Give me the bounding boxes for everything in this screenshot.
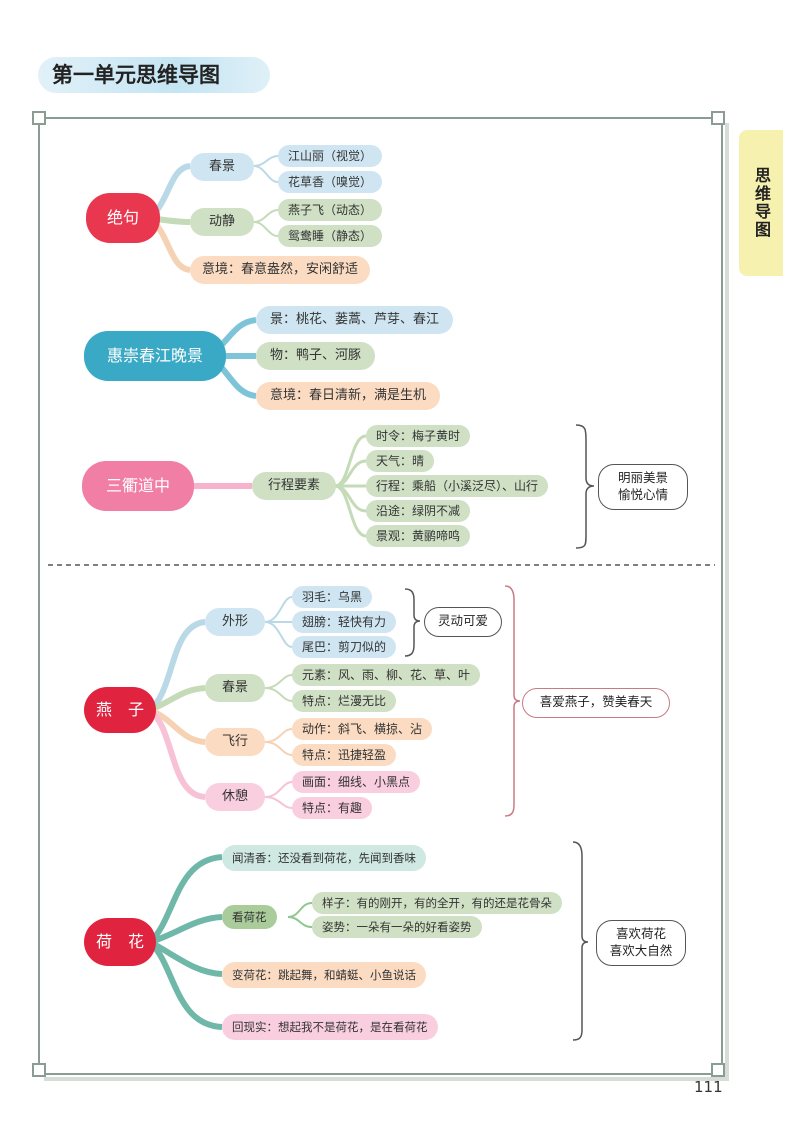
text1-b1-summary: 灵动可爱 — [424, 607, 502, 637]
frame-corner — [711, 1063, 725, 1077]
poem1-b2-item: 燕子飞（动态） — [278, 199, 383, 221]
text1-branch3: 飞行 — [205, 728, 265, 756]
poem2-item: 物：鸭子、河豚 — [256, 342, 376, 370]
text1-title-node: 燕 子 — [84, 687, 156, 733]
text1-b1-item: 翅膀：轻快有力 — [292, 611, 397, 633]
text2-title-node: 荷 花 — [84, 918, 156, 966]
summary-line: 明丽美景 — [617, 470, 668, 485]
frame-corner — [711, 111, 725, 125]
text1-branch4: 休憩 — [205, 783, 265, 811]
text1-b1-item: 羽毛：乌黑 — [292, 586, 373, 608]
text2-summary: 喜欢荷花 喜欢大自然 — [596, 920, 686, 966]
text1-b2-item: 特点：烂漫无比 — [292, 690, 397, 712]
text1-b4-item: 画面：细线、小黑点 — [292, 771, 421, 793]
text1-b1-item: 尾巴：剪刀似的 — [292, 636, 397, 658]
poem3-title-node: 三衢道中 — [82, 461, 194, 511]
text1-branch1: 外形 — [205, 608, 265, 636]
content-frame — [38, 117, 723, 1075]
poem1-mood: 意境：春意盎然，安闲舒适 — [190, 256, 371, 284]
poem1-b1-item: 花草香（嗅觉） — [278, 171, 383, 193]
summary-line: 喜欢荷花 — [615, 926, 666, 941]
poem3-branch: 行程要素 — [252, 472, 336, 500]
text1-b2-item: 元素：风、雨、柳、花、草、叶 — [292, 664, 481, 686]
poem3-item: 时令：梅子黄时 — [366, 425, 471, 447]
poem1-b2-item: 鸳鸯睡（静态） — [278, 225, 383, 247]
frame-corner — [32, 111, 46, 125]
poem3-item: 景观：黄鹂啼鸣 — [366, 525, 471, 547]
text2-branch-item: 样子：有的刚开，有的全开，有的还是花骨朵 — [312, 892, 562, 914]
text2-item: 变荷花：跳起舞，和蜻蜓、小鱼说话 — [222, 962, 426, 988]
frame-corner — [32, 1063, 46, 1077]
poem1-branch1: 春景 — [190, 153, 254, 181]
text2-branch: 看荷花 — [222, 905, 277, 929]
text1-branch2: 春景 — [205, 674, 265, 702]
poem1-title-node: 绝句 — [86, 193, 160, 243]
text2-item: 回现实：想起我不是荷花，是在看荷花 — [222, 1014, 438, 1040]
page-title: 第一单元思维导图 — [38, 57, 270, 93]
side-tab: 思维导图 — [739, 130, 783, 276]
poem3-item: 天气：晴 — [366, 450, 435, 472]
poem3-summary: 明丽美景 愉悦心情 — [598, 464, 688, 510]
summary-line: 喜欢大自然 — [609, 943, 673, 958]
poem1-b1-item: 江山丽（视觉） — [278, 145, 383, 167]
text1-b4-item: 特点：有趣 — [292, 797, 373, 819]
poem1-branch2: 动静 — [190, 208, 254, 236]
frame-shadow — [44, 123, 729, 1081]
poem2-item: 意境：春日清新，满是生机 — [256, 382, 441, 410]
text1-b3-item: 特点：迅捷轻盈 — [292, 744, 397, 766]
text1-summary: 喜爱燕子，赞美春天 — [522, 688, 670, 718]
text2-branch-item: 姿势：一朵有一朵的好看姿势 — [312, 916, 482, 938]
text2-item: 闻清香：还没看到荷花，先闻到香味 — [222, 845, 426, 871]
poem3-item: 行程：乘船（小溪泛尽）、山行 — [366, 475, 549, 497]
page-number: 111 — [694, 1078, 723, 1096]
summary-line: 愉悦心情 — [617, 487, 668, 502]
poem2-item: 景：桃花、蒌蒿、芦芽、春江 — [256, 306, 454, 334]
poem3-item: 沿途：绿阴不减 — [366, 500, 471, 522]
poem2-title-node: 惠崇春江晚景 — [84, 331, 226, 381]
text1-b3-item: 动作：斜飞、横掠、沾 — [292, 718, 433, 740]
